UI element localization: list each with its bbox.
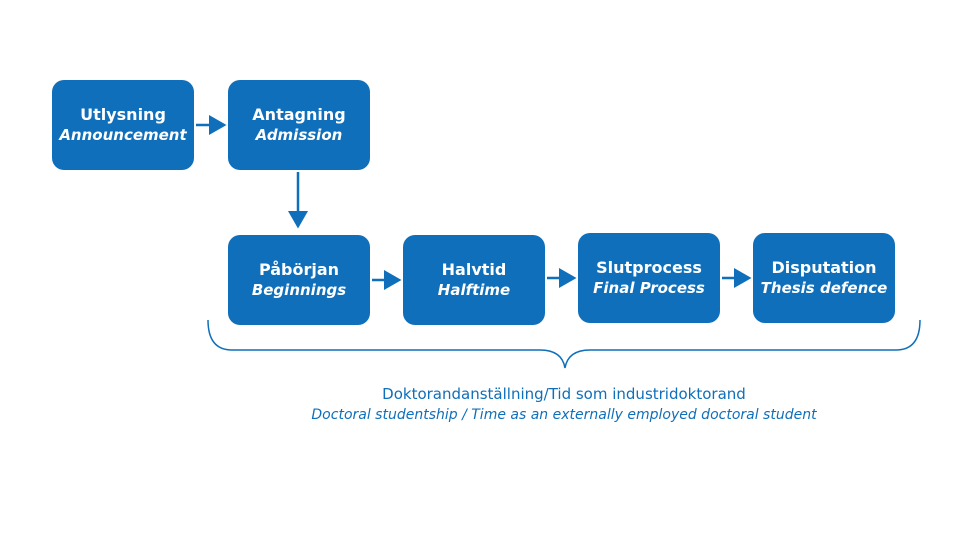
step-label-en: Beginnings [251,281,347,299]
step-label-sv: Utlysning [80,105,166,124]
step-label-sv: Antagning [252,105,346,124]
step-label-sv: Påbörjan [258,260,340,279]
curly-brace [207,319,921,369]
step-label-sv: Disputation [771,258,877,277]
step-label-sv: Halvtid [441,260,507,279]
step-label-sv: Slutprocess [596,258,702,277]
brace-caption-sv: Doktorandanställning/Tid som industridok… [382,385,746,403]
step-halftime: Halvtid Halftime [403,235,545,325]
step-thesis-defence: Disputation Thesis defence [753,233,895,323]
step-beginnings: Påbörjan Beginnings [228,235,370,325]
step-label-en: Halftime [437,281,511,299]
step-label-en: Thesis defence [760,279,888,297]
step-label-en: Admission [255,126,343,144]
step-label-en: Final Process [593,279,705,297]
step-label-en: Announcement [59,126,187,144]
step-announcement: Utlysning Announcement [52,80,194,170]
step-admission: Antagning Admission [228,80,370,170]
brace-caption-en: Doctoral studentship / Time as an extern… [311,407,817,423]
step-final-process: Slutprocess Final Process [578,233,720,323]
